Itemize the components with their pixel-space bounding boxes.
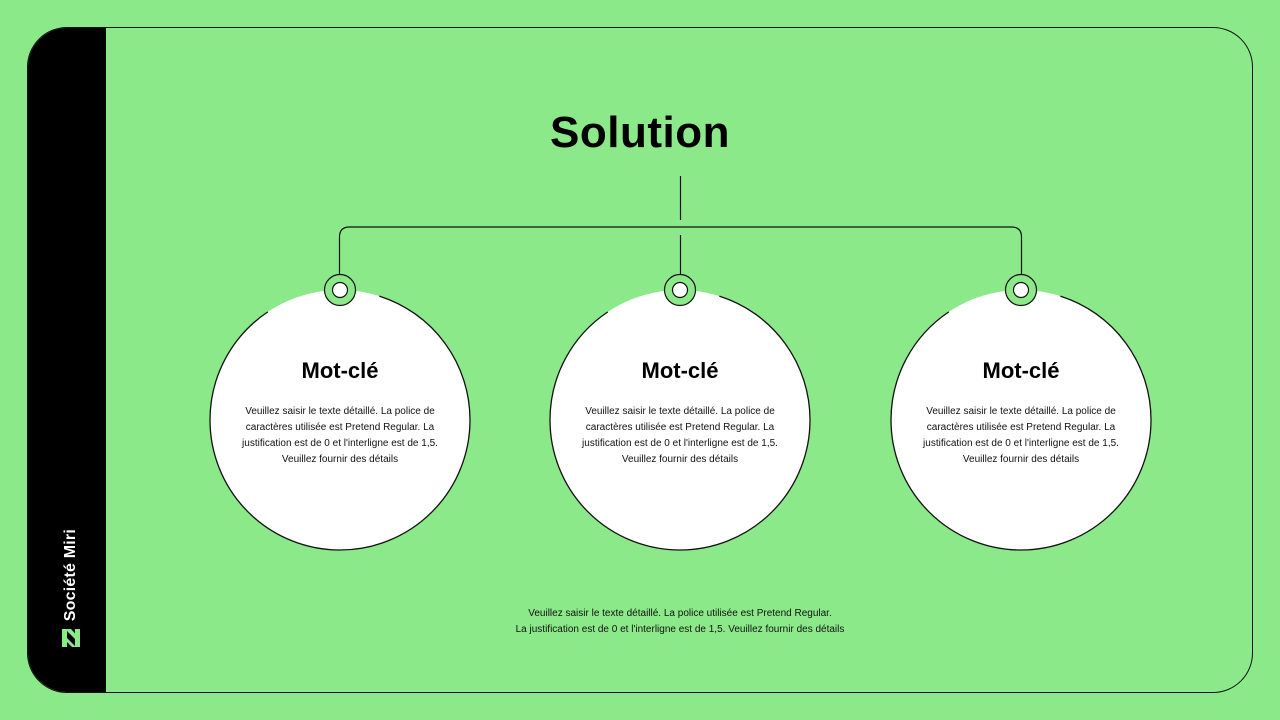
striped-n-logo-icon	[62, 629, 80, 647]
card-3-content: Mot-clé Veuillez saisir le texte détaill…	[911, 358, 1131, 468]
sidebar: Société Miri	[28, 28, 106, 692]
circle-card-1	[209, 273, 471, 551]
circle-card-3	[890, 273, 1152, 551]
card-keyword: Mot-clé	[301, 358, 379, 383]
card-description: Veuillez saisir le texte détaillé. La po…	[242, 406, 438, 465]
circle-card-2	[549, 273, 811, 551]
footer-text: Veuillez saisir le texte détaillé. La po…	[0, 606, 1280, 638]
brand: Société Miri	[56, 529, 86, 647]
card-description: Veuillez saisir le texte détaillé. La po…	[923, 406, 1119, 465]
card-keyword: Mot-clé	[982, 358, 1060, 383]
card-description: Veuillez saisir le texte détaillé. La po…	[582, 406, 778, 465]
slide-title: Solution	[550, 108, 730, 157]
card-2-content: Mot-clé Veuillez saisir le texte détaill…	[570, 358, 790, 468]
bracket-line	[338, 226, 1023, 275]
slide-frame: Société Miri	[27, 27, 1253, 693]
footer-line-2: La justification est de 0 et l'interlign…	[515, 624, 845, 635]
card-1-content: Mot-clé Veuillez saisir le texte détaill…	[230, 358, 450, 468]
card-keyword: Mot-clé	[641, 358, 719, 383]
footer-line-1: Veuillez saisir le texte détaillé. La po…	[528, 608, 832, 619]
